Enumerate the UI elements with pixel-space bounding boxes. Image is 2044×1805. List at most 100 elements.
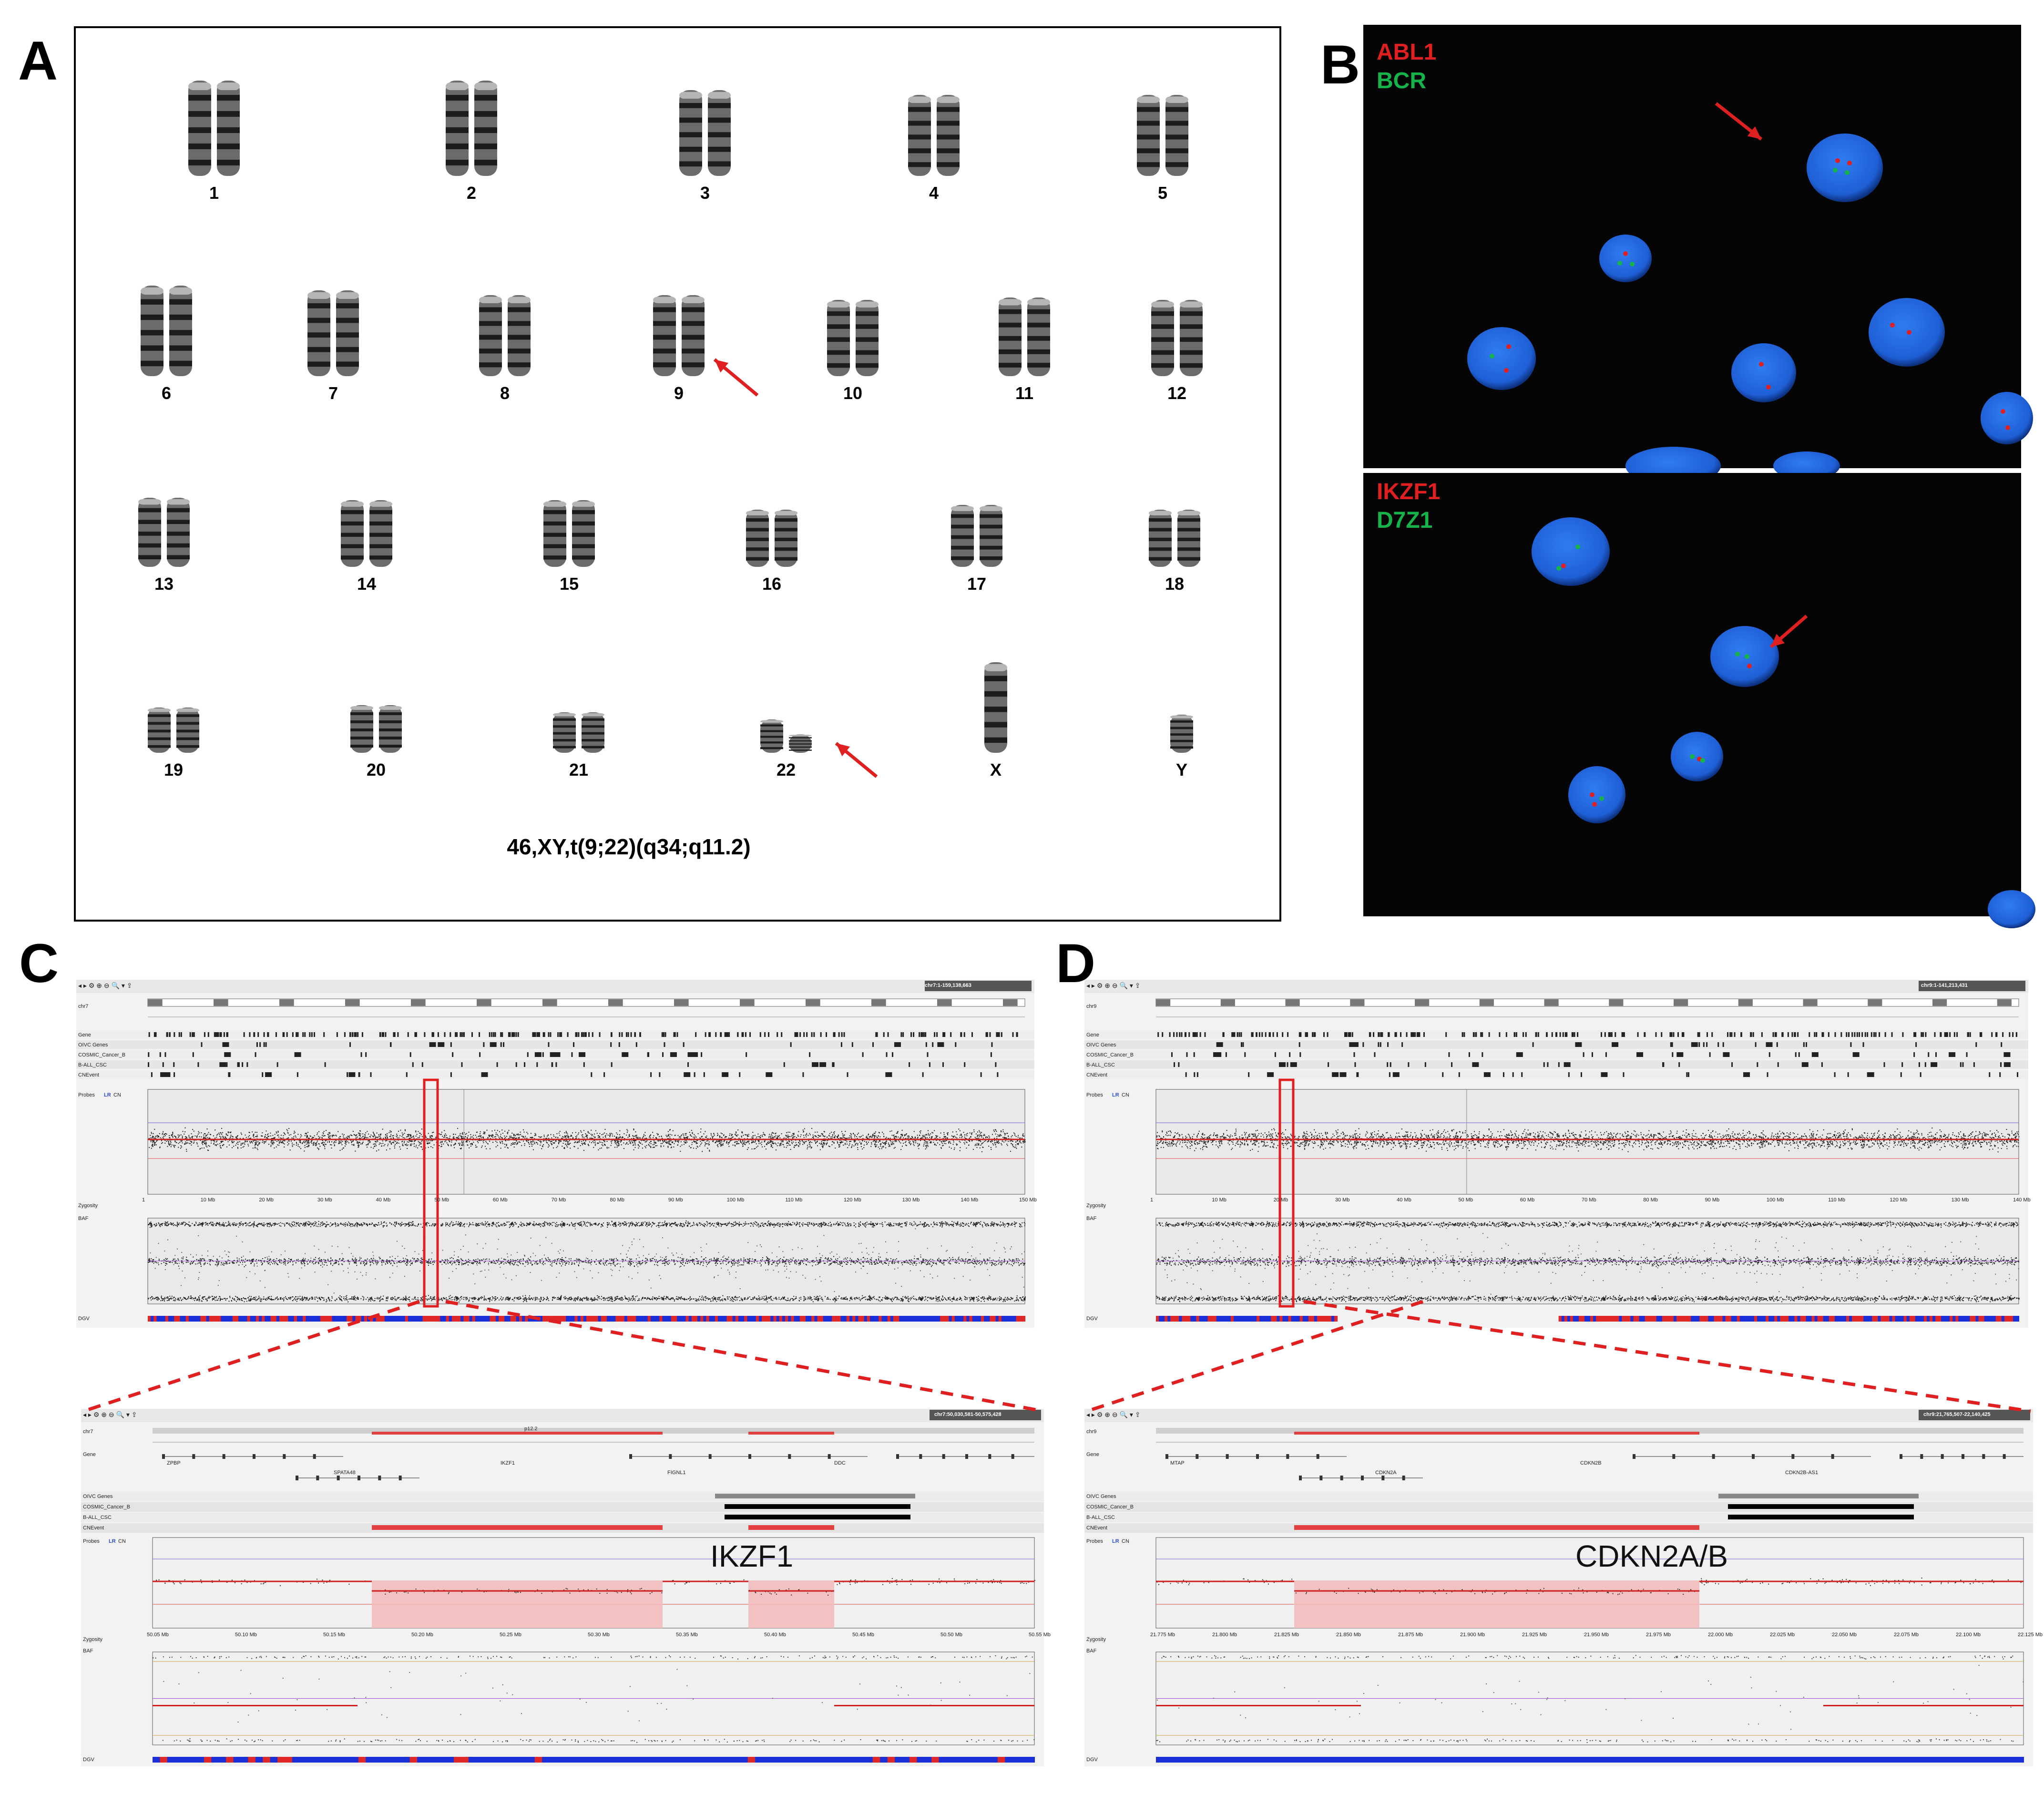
probe-point	[383, 1145, 385, 1147]
probe-point	[155, 1135, 157, 1137]
probe-point	[687, 1136, 689, 1138]
probe-point	[610, 1134, 611, 1136]
probe-point	[993, 1222, 995, 1223]
probe-point	[894, 1136, 896, 1138]
probe-point	[822, 1147, 824, 1148]
probe-point	[746, 1149, 748, 1150]
probe-point	[961, 1135, 962, 1136]
probe-point	[679, 1136, 681, 1138]
probe-point	[875, 1136, 877, 1137]
probe-point	[898, 1136, 899, 1138]
probe-point	[897, 1131, 899, 1132]
probe-point	[767, 1142, 769, 1144]
probe-point	[671, 1141, 673, 1143]
probe-point	[696, 1140, 697, 1141]
probe-point	[803, 1142, 805, 1143]
probe-point	[685, 1134, 686, 1136]
probe-point	[669, 1139, 671, 1141]
probe-point	[697, 1146, 698, 1148]
chromosome-label: Y	[1176, 760, 1187, 780]
band	[446, 111, 469, 117]
probe-point	[300, 1140, 301, 1141]
probe-point	[304, 1142, 305, 1143]
probe-point	[627, 1137, 629, 1138]
fish-image-ikzf1-d7z1: IKZF1 D7Z1	[1363, 473, 2035, 928]
track-feature	[460, 1032, 461, 1037]
band	[1027, 349, 1050, 354]
probe-point	[890, 1225, 892, 1227]
panel-label-b: B	[1320, 33, 1360, 96]
probe-point	[265, 1134, 266, 1135]
ideogram-band	[477, 999, 491, 1006]
probe-point	[776, 1149, 777, 1151]
probe-point	[661, 1136, 662, 1138]
probe-point	[457, 1128, 459, 1129]
nucleus	[1467, 327, 1536, 390]
probe-point	[180, 1145, 182, 1147]
band	[350, 720, 373, 723]
probe-point	[791, 1143, 793, 1144]
probe-point	[305, 1140, 307, 1141]
probe-point	[398, 1130, 399, 1132]
track-feature	[164, 1072, 171, 1077]
probe-point	[375, 1137, 376, 1138]
probe-point	[872, 1134, 874, 1135]
probe-point	[198, 1225, 199, 1226]
probe-point	[316, 1138, 317, 1139]
probe-point	[599, 1148, 601, 1149]
probe-point	[650, 1141, 652, 1142]
probe-point	[441, 1134, 442, 1135]
probe-point	[831, 1131, 832, 1133]
probe-point	[483, 1133, 484, 1134]
probe-point	[705, 1137, 707, 1138]
probe-point	[942, 1145, 943, 1147]
probe-point	[182, 1131, 184, 1132]
probe-point	[880, 1144, 881, 1145]
probe-point	[463, 1140, 464, 1142]
probe-point	[838, 1135, 839, 1137]
probe-point	[256, 1135, 258, 1136]
probe-point	[206, 1128, 208, 1130]
probe-point	[405, 1144, 406, 1145]
probe-point	[150, 1139, 152, 1141]
nucleus-body	[1731, 343, 1796, 402]
probe-point	[948, 1141, 950, 1143]
band	[1180, 311, 1203, 316]
probe-point	[816, 1141, 817, 1143]
probe-point	[904, 1142, 906, 1143]
probe-point	[255, 1146, 256, 1148]
probe-point	[786, 1132, 787, 1133]
probe-point	[617, 1134, 618, 1135]
probe-point	[530, 1137, 531, 1138]
band	[553, 732, 576, 735]
probe-point	[616, 1142, 617, 1144]
probe-point	[262, 1132, 263, 1134]
track-feature	[360, 1052, 362, 1057]
probe-point	[304, 1135, 306, 1137]
probe-point	[226, 1146, 228, 1148]
probe-point	[368, 1133, 369, 1135]
probe-point	[893, 1136, 895, 1138]
band	[682, 335, 705, 340]
probe-point	[241, 1143, 242, 1144]
probe-point	[614, 1140, 616, 1142]
track-feature	[455, 1032, 457, 1037]
probe-point	[152, 1143, 153, 1145]
probe-point	[907, 1136, 908, 1137]
probe-point	[298, 1225, 300, 1227]
probe-point	[693, 1140, 695, 1142]
probe-point	[1005, 1133, 1006, 1135]
probe-point	[236, 1136, 237, 1138]
track-feature	[437, 1032, 439, 1037]
probe-point	[243, 1224, 244, 1225]
probe-point	[799, 1225, 800, 1227]
probe-point	[417, 1137, 419, 1138]
probe-point	[984, 1135, 985, 1136]
probe-point	[340, 1136, 341, 1137]
probe-point	[583, 1149, 584, 1151]
probe-point	[564, 1135, 566, 1137]
probe-point	[490, 1148, 491, 1149]
probe-point	[874, 1143, 876, 1145]
track-feature	[381, 1032, 383, 1037]
band	[141, 299, 164, 305]
